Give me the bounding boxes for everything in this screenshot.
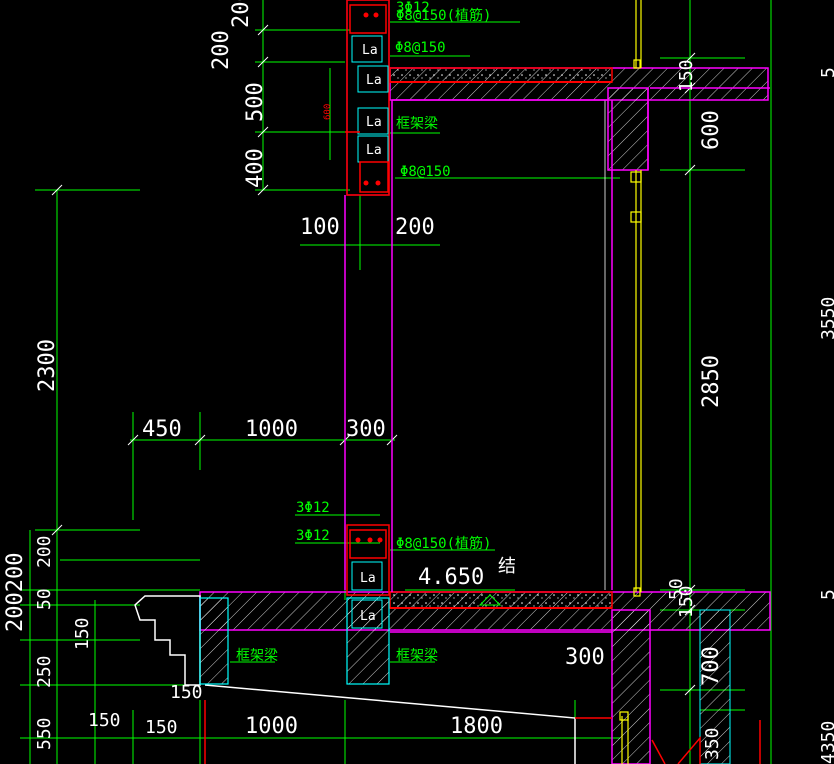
dimension-labels: 200 200 500 400 600 100 200 2300 450 100… [3,0,834,764]
dimension-lines [20,0,772,764]
stirrup-top-plant: Φ8@150(植筋) [396,7,491,24]
dim-150-a: 150 [88,710,121,731]
la-label-2: La [366,73,382,88]
frame-beam-left: 框架梁 [236,648,278,664]
dim-450: 450 [142,417,182,442]
rebar-top-partial: 3Φ12 [396,0,430,16]
dim-400: 400 [243,148,268,188]
window-frame [619,0,642,764]
dim-200200: 200200 [3,553,28,632]
la-label-6: La [360,609,376,624]
dim-150-c: 150 [145,717,178,738]
edge-label-low: 5 [818,589,834,600]
bottom-right-detail [651,720,761,764]
dim-50: 50 [34,588,55,610]
la-label-1: La [362,43,378,58]
structure-mark: 结 [498,556,516,577]
dim-2850: 2850 [699,355,724,408]
edge-label-bot: 4350 [818,721,834,764]
elevation-mark: 4.650 [418,565,484,590]
dim-300-mid: 300 [346,417,386,442]
annotations: 3Φ12 Φ8@150(植筋) Φ8@150 框架梁 Φ8@150 3Φ12 3… [236,0,516,664]
dim-150-r-top: 150 [676,59,697,92]
dim-150-r-low: 150 [676,585,697,618]
dim-500: 500 [243,82,268,122]
stirrup-mid: Φ8@150 [400,164,451,180]
dim-200-low: 200 [34,535,55,568]
dim-350: 350 [702,727,723,760]
elevation-marker [478,594,502,606]
dim-250: 250 [34,655,55,688]
dim-600-small: 600 [323,104,333,120]
stirrup-low-plant: Φ8@150(植筋) [396,535,491,552]
dim-2300: 2300 [35,339,60,392]
wall-outline [344,87,770,592]
frame-beam-right: 框架梁 [396,648,438,664]
dim-1800: 1800 [450,714,503,739]
rebar-1: 3Φ12 [296,500,330,516]
la-label-4: La [366,143,382,158]
dim-200-b: 200 [209,30,234,70]
edge-label-top: 5 [818,67,834,78]
dim-150-left: 150 [72,617,93,650]
dim-600-right: 600 [699,110,724,150]
dim-200-top: 200 [229,0,254,28]
dim-1000-mid: 1000 [245,417,298,442]
dim-50-r: 50 [666,578,687,600]
stirrup-top: Φ8@150 [395,40,446,56]
edge-label-mid: 3550 [818,297,834,340]
la-label-3: La [366,115,382,130]
upper-beam-stack [345,0,390,196]
dim-550: 550 [34,717,55,750]
dim-300-right: 300 [565,645,605,670]
dim-700: 700 [699,646,724,686]
la-label-5: La [360,571,376,586]
lower-slab [199,591,771,764]
rebar-2: 3Φ12 [296,528,330,544]
dim-1000-bot: 1000 [245,714,298,739]
dim-100: 100 [300,215,340,240]
upper-slab [389,67,769,590]
lower-beam-stack [346,524,390,629]
frame-beam-top: 框架梁 [396,116,438,132]
dim-150-b: 150 [170,682,203,703]
dim-200-mid: 200 [395,215,435,240]
